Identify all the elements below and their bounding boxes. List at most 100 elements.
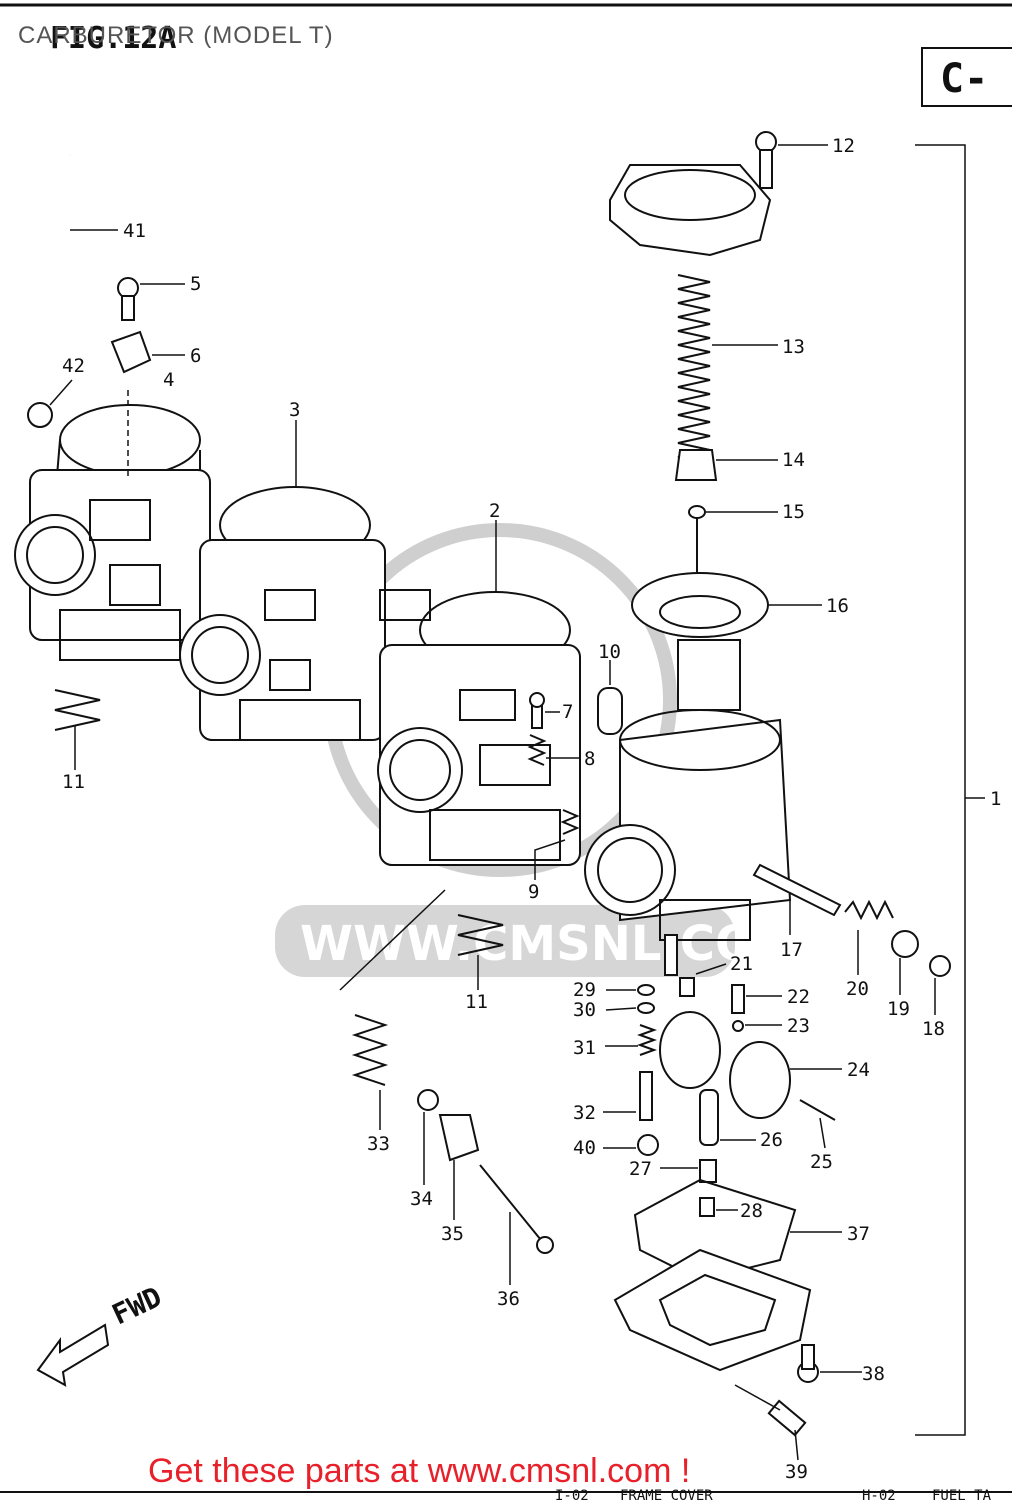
callout-label: 33	[367, 1133, 390, 1155]
callout-label: 8	[584, 748, 595, 770]
jet-32	[639, 1071, 653, 1121]
callout-label: 7	[562, 701, 573, 723]
plug-40	[637, 1134, 659, 1156]
gasket-42	[27, 402, 53, 428]
callout-label: 16	[826, 595, 849, 617]
callout-label: 4	[163, 369, 174, 391]
callout-label: 20	[846, 978, 869, 1000]
callout-label: 32	[573, 1102, 596, 1124]
carburetor-1	[584, 709, 792, 976]
jet-21	[679, 977, 695, 997]
spring-9	[560, 809, 580, 835]
footer-ref: FUEL TA	[932, 1488, 992, 1500]
spring-11-left	[54, 689, 101, 731]
callout-label: 41	[123, 220, 146, 242]
spring-20	[844, 899, 894, 921]
callout-label: 11	[465, 991, 488, 1013]
jet-28	[699, 1197, 715, 1217]
callout-label: 22	[787, 986, 810, 1008]
spring-31	[637, 1024, 657, 1056]
bolt-36	[479, 1164, 554, 1254]
valve-22	[731, 984, 745, 1014]
callout-label: 9	[528, 881, 539, 903]
buy-parts-link[interactable]: Get these parts at www.cmsnl.com !	[148, 1452, 691, 1490]
nut-34	[417, 1089, 439, 1111]
holder-14	[674, 449, 718, 481]
spring-33	[351, 1014, 389, 1086]
spring-13	[677, 274, 711, 465]
callouts: 1 2 3 4 5 6 7 8 9 10 11 11 12 13 14 15 1…	[62, 135, 1001, 1483]
fuel-hose	[29, 154, 76, 396]
callout-label: 31	[573, 1037, 596, 1059]
footer-refs: I-02 FRAME COVER H-02 FUEL TA	[0, 1488, 1012, 1500]
carburetor-2	[377, 589, 581, 866]
cap-18	[929, 955, 951, 977]
screw-38	[797, 1344, 819, 1383]
callout-label: 40	[573, 1137, 596, 1159]
jet-26	[699, 1089, 719, 1146]
footer-ref: FRAME COVER	[620, 1488, 713, 1500]
washer-30	[637, 1002, 655, 1014]
callout-label: 11	[62, 771, 85, 793]
callout-label: 19	[887, 998, 910, 1020]
callout-label: 28	[740, 1200, 763, 1222]
section-tag: C-	[921, 47, 1012, 107]
accelerator-pump-24	[659, 1011, 791, 1119]
washer-29	[637, 984, 655, 996]
spring-11-center	[457, 914, 504, 956]
gasket-37	[633, 1178, 797, 1282]
section-tag-text: C-	[940, 56, 988, 102]
float-bowl	[613, 1248, 812, 1372]
callout-label: 13	[782, 336, 805, 358]
watermark-text: WWW.CMSNL.COM	[300, 916, 804, 972]
plunger-19	[891, 930, 919, 958]
callout-label: 18	[922, 1018, 945, 1040]
callout-label: 2	[489, 500, 500, 522]
callout-label: 34	[410, 1188, 433, 1210]
screw-12	[755, 131, 777, 189]
oring-23	[732, 1020, 744, 1032]
screw-7	[529, 692, 545, 729]
callout-label: 6	[190, 345, 201, 367]
pin-25	[799, 1099, 836, 1121]
carburetor-3	[179, 486, 386, 741]
callout-label: 27	[629, 1158, 652, 1180]
callout-label: 21	[730, 953, 753, 975]
callout-label: 17	[780, 939, 803, 961]
callout-label: 24	[847, 1059, 870, 1081]
callout-label: 38	[862, 1363, 885, 1385]
top-cover	[609, 164, 772, 257]
diaphragm-16	[631, 572, 769, 711]
callout-label: 5	[190, 273, 201, 295]
callout-label: 29	[573, 979, 596, 1001]
callout-label: 42	[62, 355, 85, 377]
cap-6	[110, 330, 152, 374]
jet-27	[699, 1159, 717, 1183]
carburetor-4	[14, 390, 211, 661]
callout-label: 3	[289, 399, 300, 421]
footer-ref: I-02	[555, 1488, 589, 1500]
fwd-arrow: FWD	[36, 1280, 167, 1387]
callout-label: 37	[847, 1223, 870, 1245]
figure-label: FIG.12A	[50, 21, 176, 56]
callout-label: 36	[497, 1288, 520, 1310]
shaft-17	[752, 863, 842, 917]
callout-label: 26	[760, 1129, 783, 1151]
callout-label: 14	[782, 449, 805, 471]
cap-10	[597, 687, 623, 735]
callout-label: 30	[573, 999, 596, 1021]
fwd-label: FWD	[107, 1280, 167, 1331]
spring-8	[527, 734, 547, 766]
page-title: CARBURETOR (MODEL T)	[18, 22, 334, 49]
callout-label: 10	[598, 641, 621, 663]
callout-label: 39	[785, 1461, 808, 1483]
assembly-bracket	[915, 144, 966, 1436]
footer-ref: H-02	[862, 1488, 896, 1500]
callout-label: 35	[441, 1223, 464, 1245]
callout-label: 23	[787, 1015, 810, 1037]
callout-label: 25	[810, 1151, 833, 1173]
callout-label: 12	[832, 135, 855, 157]
screw-5	[117, 277, 139, 321]
callout-label: 1	[990, 788, 1001, 810]
